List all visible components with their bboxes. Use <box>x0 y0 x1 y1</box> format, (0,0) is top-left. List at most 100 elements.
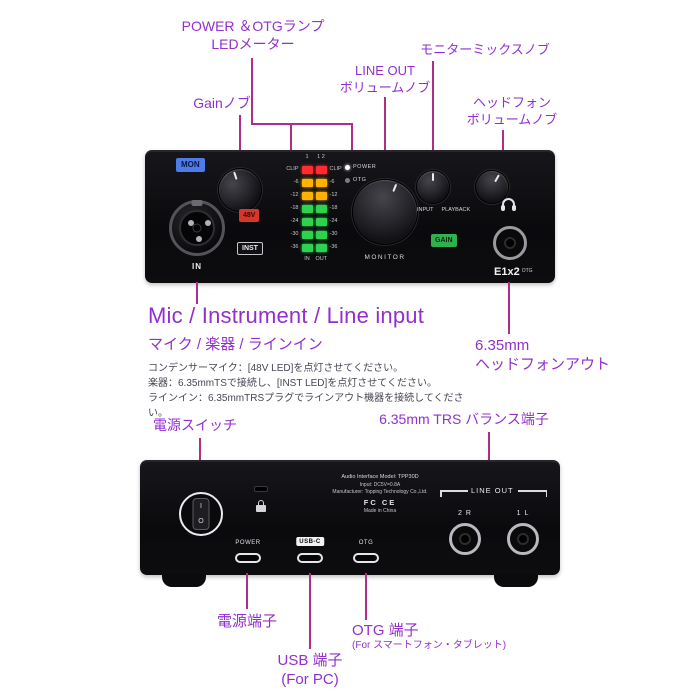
monitor-mix-knob <box>416 170 450 204</box>
device-foot <box>494 574 538 587</box>
leader-line-headphone-volume <box>502 130 504 151</box>
usb-callout-line1: USB 端子 <box>277 652 343 669</box>
switch-on-mark: I <box>200 503 202 510</box>
leader-line-usb-port <box>309 573 311 649</box>
line-out-bracket <box>440 490 468 492</box>
headphone-jack <box>493 226 527 260</box>
input-note-1: コンデンサーマイク：[48V LED]を点灯させてください。 <box>148 363 404 375</box>
jack-label-1l: 1 L <box>516 510 530 517</box>
led-clip <box>301 165 313 174</box>
meter-row: -24-24 <box>290 217 338 226</box>
made-in-label: Made in China <box>363 508 397 515</box>
input-title: Mic / Instrument / Line input <box>148 303 425 328</box>
line-out-bracket <box>518 490 547 492</box>
callout-lineout-volume: LINE OUT ボリュームノブ <box>337 63 433 96</box>
callout-power-otg-line2: LEDメーター <box>211 35 295 52</box>
phantom-48v-button: 48V <box>239 209 260 222</box>
playback-scale-label: PLAYBACK <box>441 207 471 213</box>
headphone-icon <box>501 198 517 211</box>
power-led-label: POWER <box>353 164 377 170</box>
mix-scale-labels: INPUT PLAYBACK <box>417 207 471 214</box>
leader-line-lineout-volume <box>384 97 386 151</box>
input-jack-label: IN <box>192 262 202 271</box>
model-name: E1x2 <box>494 266 520 278</box>
xlr-pin <box>205 220 211 226</box>
leader-line-meter-branch <box>290 123 292 151</box>
device-foot <box>162 574 206 587</box>
callout-monitor-mix: モニターミックスノブ <box>420 42 550 57</box>
led <box>301 204 313 213</box>
otg-callout-line2: (For スマートフォン・タブレット) <box>352 640 507 652</box>
callout-headphone-volume: ヘッドフォン ボリュームノブ <box>452 95 572 128</box>
power-port-label: POWER <box>235 540 261 546</box>
knob-pointer <box>494 174 500 183</box>
callout-trs-outputs: 6.35mm TRS バランス端子 <box>379 411 549 427</box>
led <box>315 230 327 239</box>
callout-power-otg-led: POWER ＆OTGランプ LEDメーター <box>168 18 338 54</box>
power-port <box>235 553 261 563</box>
meter-row: -30-30 <box>290 230 338 239</box>
led <box>315 217 327 226</box>
power-rocker: I O <box>192 498 210 530</box>
certification-marks: FC CE <box>363 497 397 507</box>
callout-headphone-line2: ボリュームノブ <box>466 111 558 127</box>
leader-line-gain <box>239 115 241 151</box>
leader-line-power-port <box>246 573 248 609</box>
usb-callout-line2: (For PC) <box>281 671 339 689</box>
led <box>315 204 327 213</box>
gain-label-badge: GAIN <box>431 234 457 247</box>
knob-pointer <box>432 173 434 181</box>
input-scale-label: INPUT <box>417 207 434 213</box>
knob-pointer <box>392 183 398 192</box>
mon-button: MON <box>176 158 205 172</box>
lock-icon <box>256 500 266 512</box>
callout-otg-port: OTG 端子 (For スマートフォン・タブレット) <box>352 621 572 653</box>
led <box>301 217 313 226</box>
led <box>301 243 313 252</box>
otg-callout-line1: OTG 端子 <box>352 622 419 639</box>
xlr-pin <box>188 220 194 226</box>
leader-line-trs <box>488 432 490 460</box>
jack-label-2r: 2 R <box>458 510 472 517</box>
trs-hole <box>192 223 202 233</box>
callout-lineout-line2: ボリュームノブ <box>339 79 431 95</box>
callout-headphone-line1: ヘッドフォン <box>472 95 551 110</box>
line-out-label: LINE OUT <box>471 486 514 495</box>
knob-pointer <box>233 171 238 180</box>
input-subtitle: マイク / 楽器 / ラインイン <box>148 336 323 354</box>
meter-row: -6-6 <box>293 178 335 187</box>
led-clip <box>315 165 327 174</box>
led <box>301 191 313 200</box>
meter-ch-right: 1 2 <box>317 153 325 160</box>
led <box>315 243 327 252</box>
led <box>315 191 327 200</box>
leader-line-lamp-branch <box>351 123 353 151</box>
hp-out-line2: ヘッドフォンアウト <box>475 356 611 374</box>
monitor-label: MONITOR <box>364 254 406 261</box>
spec-line-3: Manufacturer: Topping Technology Co.,Ltd… <box>332 488 428 495</box>
meter-row: -36-36 <box>290 243 338 252</box>
line-out-bracket <box>440 490 442 497</box>
line-out-jack-left <box>507 523 539 555</box>
meter-io-row: IN OUT <box>279 254 349 265</box>
otg-port <box>353 553 379 563</box>
hp-out-line1: 6.35mm <box>475 337 530 354</box>
meter-row: -18-18 <box>290 204 338 213</box>
spec-text: Audio Interface Model: TPP30D Input: DC5… <box>308 474 452 515</box>
led <box>315 178 327 187</box>
meter-row: -12-12 <box>290 191 338 200</box>
callout-power-otg-line1: POWER ＆OTGランプ <box>181 18 325 34</box>
callout-power-switch: 電源スイッチ <box>153 417 237 433</box>
line-out-bracket <box>545 490 547 497</box>
input-description: Mic / Instrument / Line input マイク / 楽器 /… <box>148 302 468 421</box>
leader-line-headphone-out <box>508 282 510 334</box>
meter-in-label: IN <box>304 255 310 262</box>
back-panel: I O Audio Interface Model: TPP30D Input:… <box>140 460 560 575</box>
usbc-port-label: USB-C <box>296 537 324 546</box>
input-notes: コンデンサーマイク：[48V LED]を点灯させてください。 楽器：6.35mm… <box>148 361 468 421</box>
otg-led-dot <box>345 177 350 183</box>
